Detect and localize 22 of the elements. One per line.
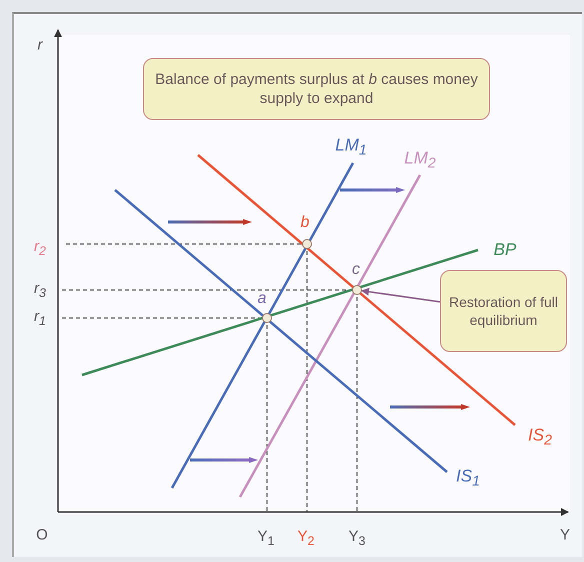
- curve-label: IS$_{2}$: [528, 425, 552, 449]
- origin-label: O: [36, 526, 48, 544]
- axis-label: Y: [560, 526, 570, 544]
- leader-line: [361, 288, 440, 303]
- callout-box: [440, 270, 567, 352]
- point-label: a: [258, 290, 266, 308]
- point-label: c: [352, 261, 360, 279]
- callout-box: [143, 58, 490, 120]
- callout-text: Restoration of full equilibrium: [448, 292, 559, 330]
- curve-label: BP: [494, 240, 516, 260]
- tick-label: Y$_{3}$: [348, 528, 366, 548]
- curve-label: LM$_{1}$: [335, 135, 367, 159]
- curve-label: LM$_{2}$: [404, 148, 436, 172]
- tick-label: r$_{1}$: [34, 308, 46, 328]
- tick-label: Y$_{1}$: [258, 528, 274, 548]
- tick-label: Y$_{2}$: [298, 528, 314, 548]
- tick-label: r$_{2}$: [34, 238, 46, 258]
- point-label: b: [300, 214, 310, 232]
- axis-label: r: [38, 36, 42, 54]
- tick-label: r$_{3}$: [34, 280, 46, 300]
- callout-text: Balance of payments surplus at b causes money supply to expand: [154, 70, 479, 108]
- curve-label: IS$_{1}$: [456, 466, 480, 490]
